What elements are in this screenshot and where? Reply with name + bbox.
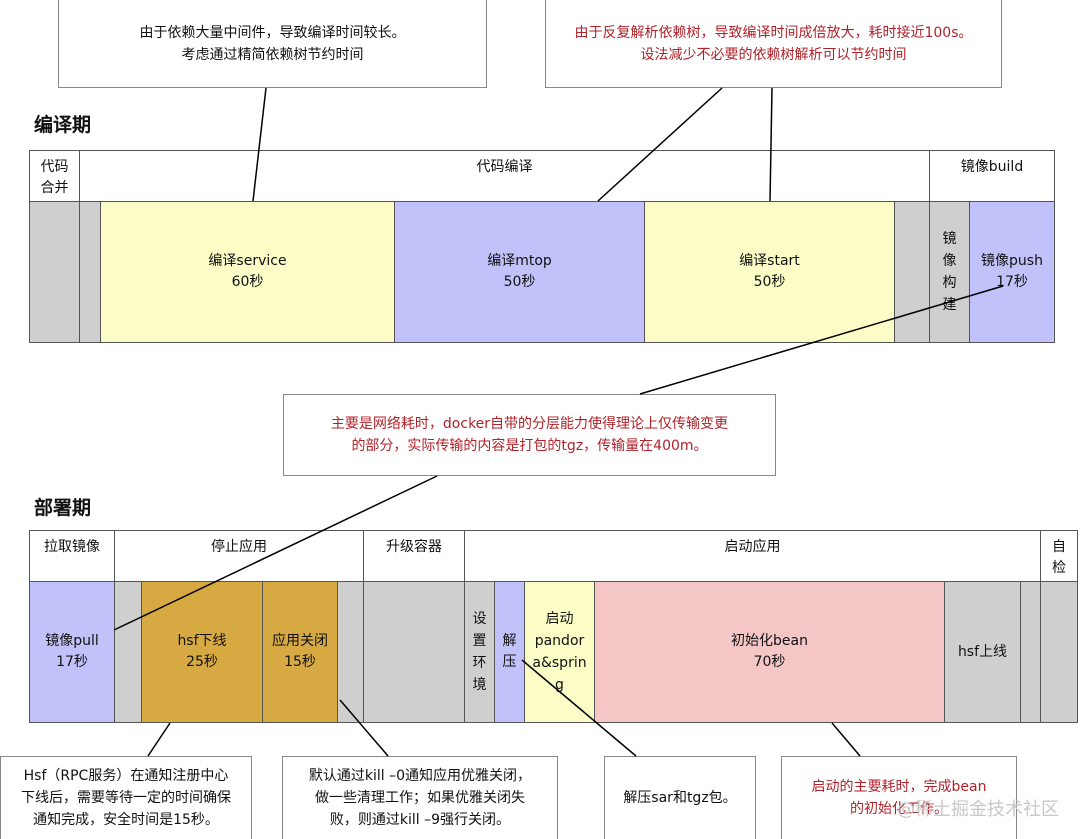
connector-kill-note [339, 699, 389, 757]
stop-gap-right [337, 581, 364, 723]
compile-service-block: 编译service 60秒 [100, 201, 395, 343]
compile-dependency-note: 由于依赖大量中间件，导致编译时间较长。 考虑通过精简依赖树节约时间 [58, 0, 487, 88]
network-note: 主要是网络耗时，docker自带的分层能力使得理论上仅传输变更 的部分，实际传输… [283, 394, 776, 476]
connector-network-pull [113, 475, 438, 631]
deploy-section-title: 部署期 [34, 497, 92, 519]
hsf-offline-block: hsf下线 25秒 [141, 581, 263, 723]
unzip-note: 解压sar和tgz包。 [604, 756, 756, 839]
header-self-check: 自 检 [1040, 530, 1078, 582]
image-push-block: 镜像push 17秒 [969, 201, 1055, 343]
kill-note: 默认通过kill –0通知应用优雅关闭， 做一些清理工作；如果优雅关闭失 败，则… [282, 756, 558, 839]
connector-unzip-note [521, 659, 637, 757]
dependency-tree-note: 由于反复解析依赖树，导致编译时间成倍放大，耗时接近100s。 设法减少不必要的依… [545, 0, 1002, 88]
compile-start-block: 编译start 50秒 [644, 201, 895, 343]
connector-push-network [639, 285, 1004, 395]
hsf-wait-note: Hsf（RPC服务）在通知注册中心 下线后，需要等待一定的时间确保 通知完成，安… [0, 756, 252, 839]
connector-mtop-note [597, 87, 723, 202]
watermark: @稀土掘金技术社区 [897, 799, 1059, 820]
init-bean-block: 初始化bean 70秒 [594, 581, 945, 723]
compile-mtop-block: 编译mtop 50秒 [394, 201, 645, 343]
connector-bean-note [831, 722, 861, 757]
connector-start-note [769, 87, 773, 202]
app-close-block: 应用关闭 15秒 [262, 581, 338, 723]
image-pull-block: 镜像pull 17秒 [29, 581, 115, 723]
header-start-app: 启动应用 [464, 530, 1041, 582]
connector-compile-note [252, 87, 267, 202]
header-upgrade-container: 升级容器 [363, 530, 465, 582]
start-pandora-block: 启动 pandor a&sprin g [524, 581, 595, 723]
connector-hsf-note [147, 722, 171, 757]
self-check-block [1040, 581, 1078, 723]
header-stop-app: 停止应用 [114, 530, 364, 582]
compile-section-title: 编译期 [34, 114, 92, 136]
bean-note: 启动的主要耗时，完成bean 的初始化工作。 [781, 756, 1017, 839]
header-image-build: 镜像build [929, 150, 1055, 202]
unzip-block: 解 压 [494, 581, 525, 723]
